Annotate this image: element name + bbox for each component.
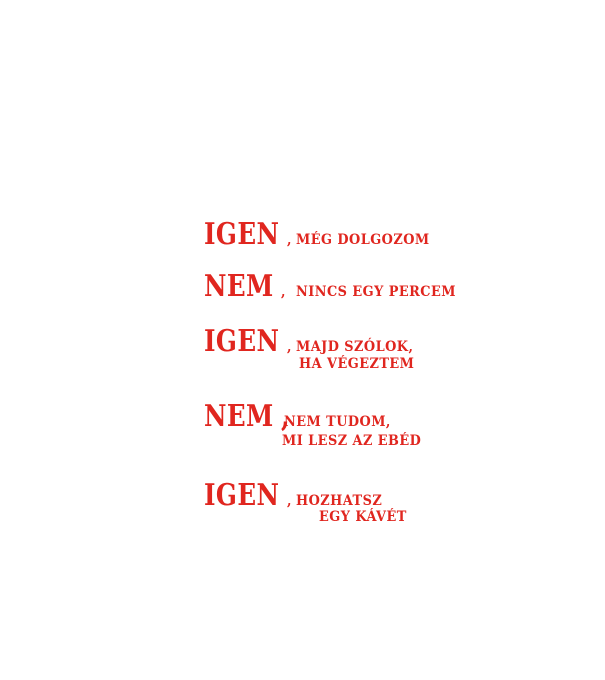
statement-4: NEM, NEM TUDOM, xyxy=(204,402,400,432)
statement-2: NEM, NINCS EGY PERCEM xyxy=(204,272,470,302)
statement-2-word: NEM xyxy=(204,269,274,304)
statement-4-word: NEM xyxy=(204,399,274,434)
statement-5-word: IGEN xyxy=(204,478,280,513)
statement-3-text: MAJD SZÓLOK, xyxy=(295,339,414,355)
statement-3-separator: , xyxy=(286,339,292,355)
statement-2-text: NINCS EGY PERCEM xyxy=(295,284,456,300)
statement-3: IGEN, MAJD SZÓLOK, xyxy=(204,327,424,357)
statement-3-word: IGEN xyxy=(204,324,280,359)
statement-1-text: MÉG DOLGOZOM xyxy=(295,232,430,248)
statement-4-separator: , xyxy=(281,399,290,434)
statement-1: IGEN, MÉG DOLGOZOM xyxy=(204,220,441,250)
statement-1-separator: , xyxy=(286,232,292,248)
statement-5: IGEN, HOZHATSZ xyxy=(204,481,390,511)
statement-5-separator: , xyxy=(286,493,292,509)
statement-3-continuation: HA VÉGEZTEM xyxy=(299,356,415,372)
statement-4-continuation: MI LESZ AZ EBÉD xyxy=(282,433,422,449)
statement-4-text: NEM TUDOM, xyxy=(283,414,391,430)
statement-5-continuation: EGY KÁVÉT xyxy=(319,509,407,525)
statement-2-separator: , xyxy=(281,284,286,300)
statement-5-text: HOZHATSZ xyxy=(295,493,383,509)
statement-1-word: IGEN xyxy=(204,217,280,252)
